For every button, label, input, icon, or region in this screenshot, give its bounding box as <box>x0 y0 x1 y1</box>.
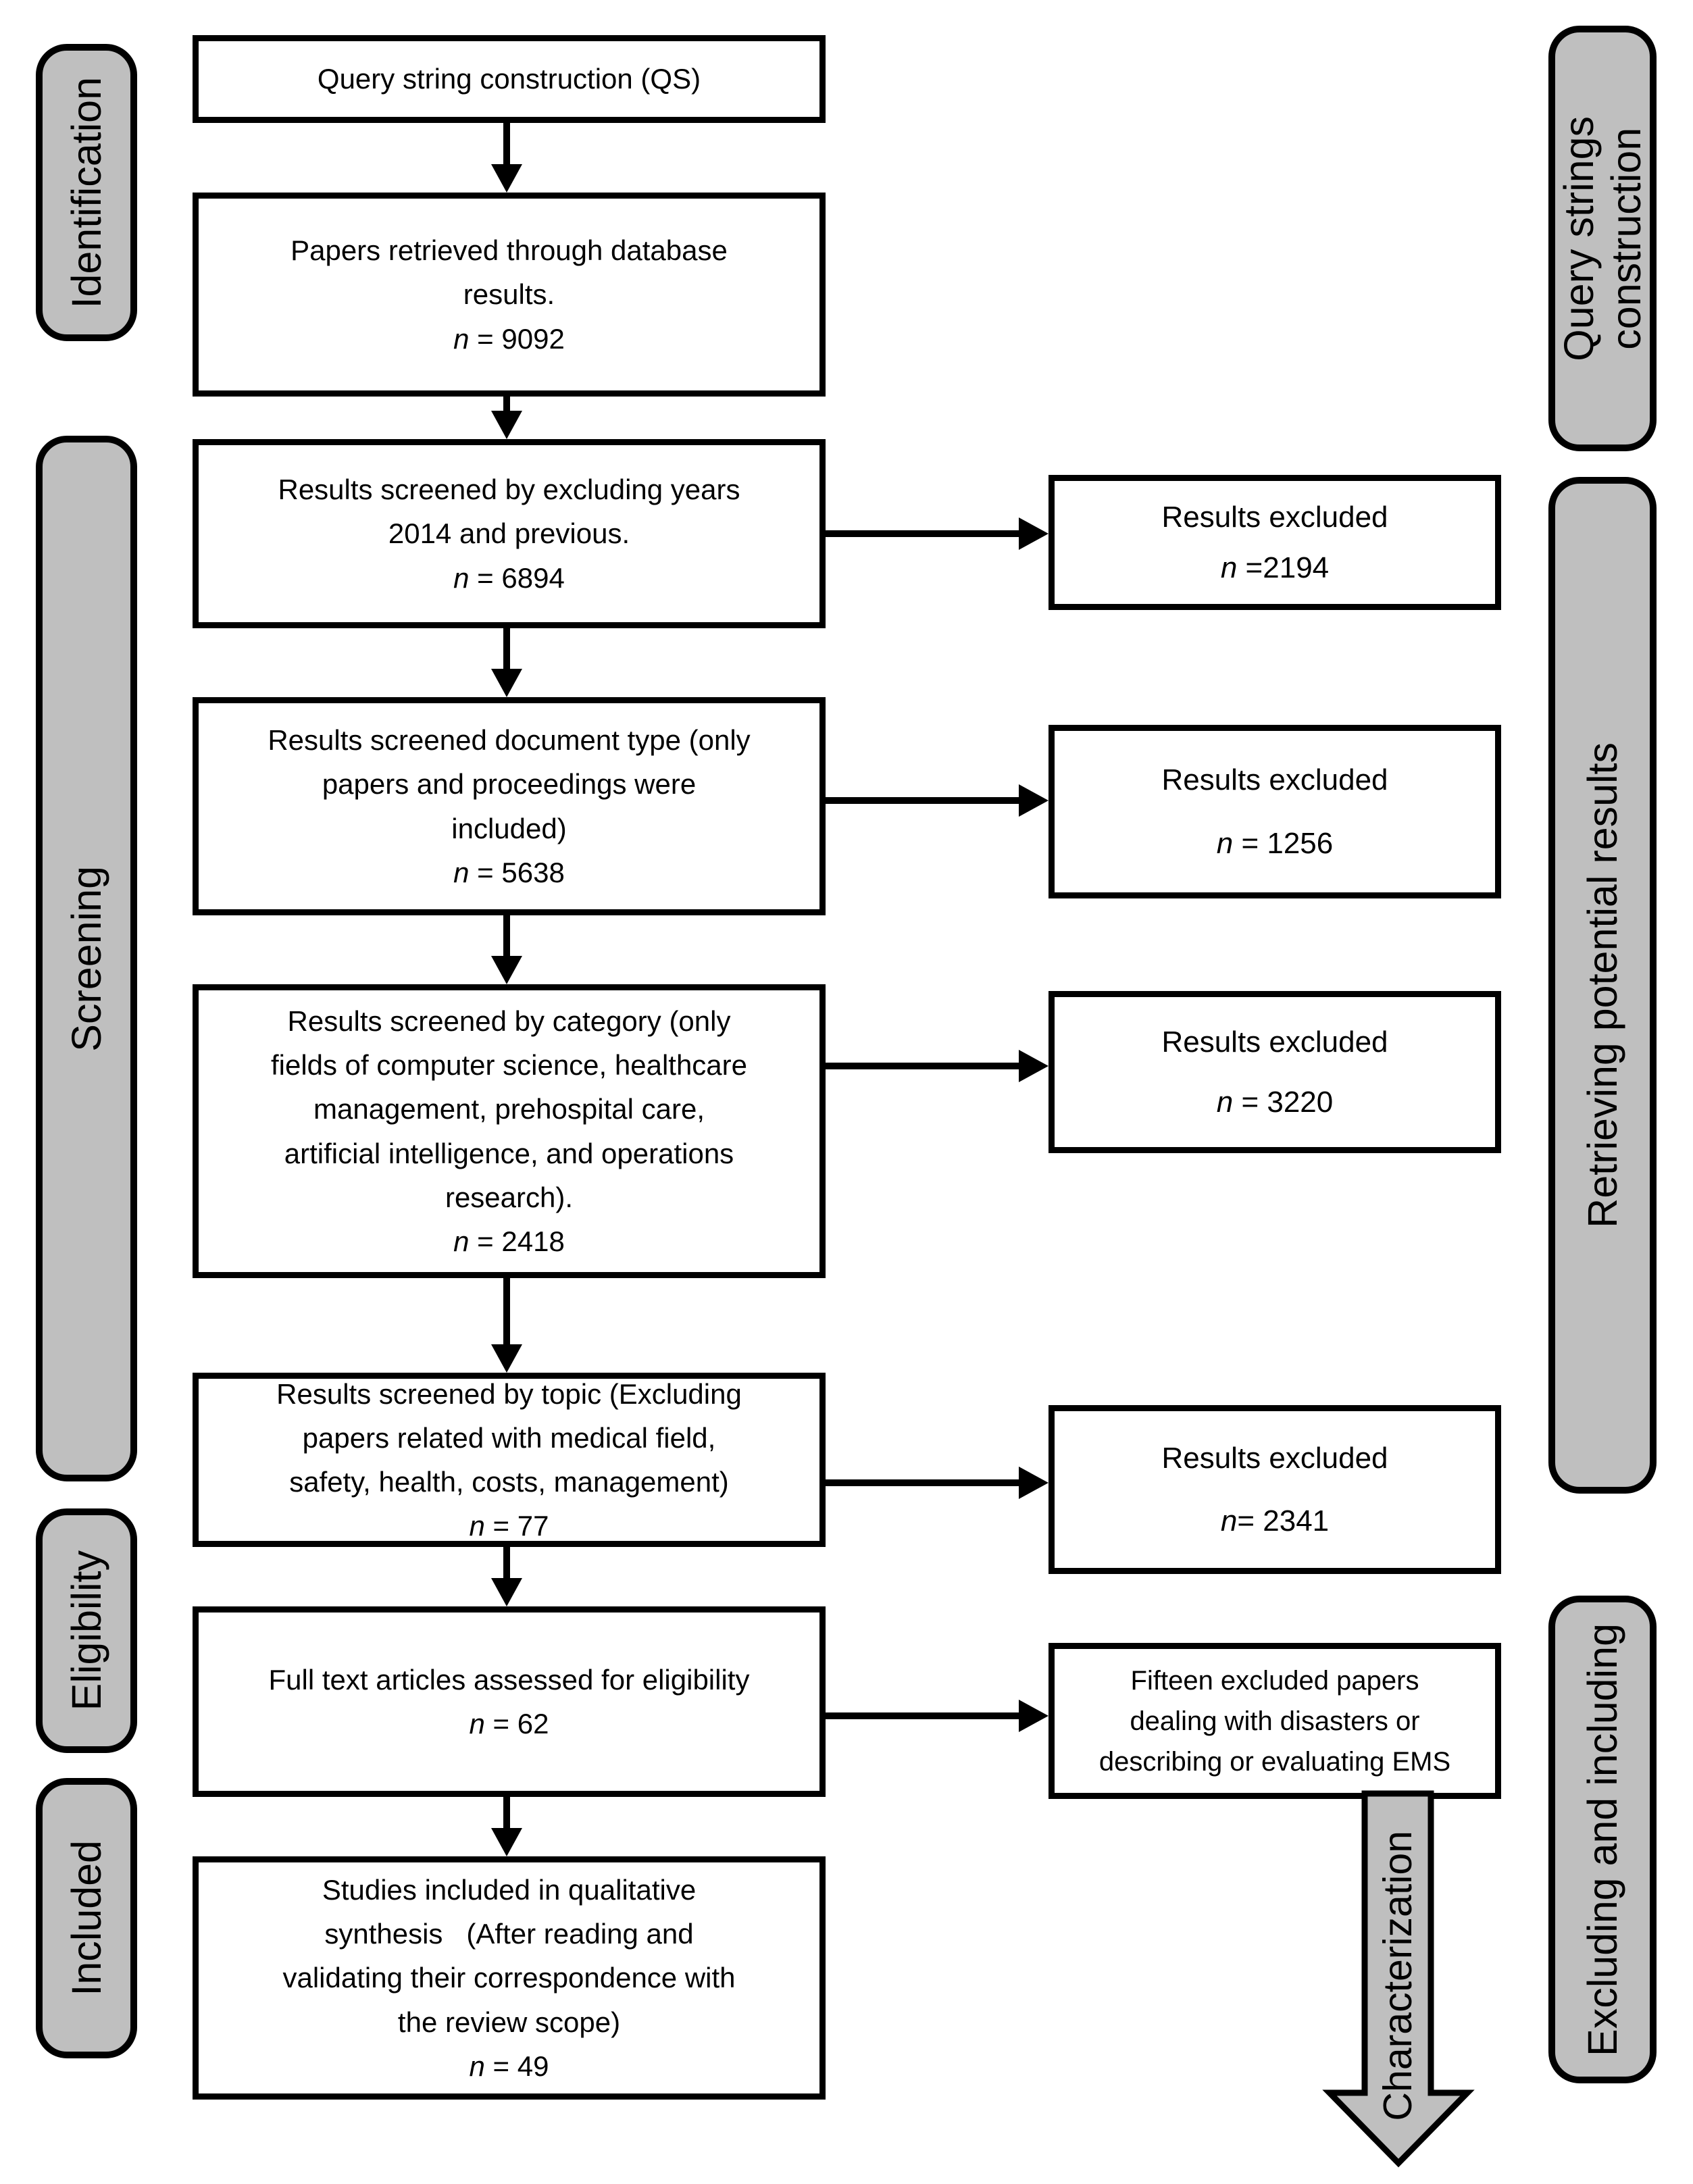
excluded-box-text: Fifteen excluded papers dealing with dis… <box>1098 1665 1451 1777</box>
flow-box-count: n = 77 <box>469 1510 549 1542</box>
arrow-down-stem <box>503 915 510 956</box>
flow-box-count: n = 5638 <box>453 856 565 888</box>
stage-excluding-and-including: Excluding and including <box>1548 1596 1657 2083</box>
flow-box-query-string-construction: Query string construction (QS) <box>193 35 826 123</box>
excluded-box-text: Results excluded <box>1161 763 1388 796</box>
arrow-down-head <box>491 164 522 193</box>
stage-identification-label: Identification <box>63 76 109 309</box>
stage-identification: Identification <box>36 44 137 341</box>
stage-eligibility: Eligibility <box>36 1508 137 1753</box>
flow-box-count: n = 9092 <box>453 322 565 355</box>
flow-box-screened-category: Results screened by category (only field… <box>193 984 826 1278</box>
flow-box-text: Results screened by excluding years 2014… <box>278 474 740 550</box>
arrow-down-head <box>491 1344 522 1373</box>
flow-box-text: Results screened by category (only field… <box>270 1005 748 1213</box>
stage-included-label: Included <box>63 1840 109 1996</box>
flow-box-text: Results screened by topic (Excluding pap… <box>276 1377 742 1498</box>
excluded-box-1: Results excluded n =2194 <box>1048 475 1501 610</box>
stage-screening: Screening <box>36 436 137 1481</box>
flow-box-studies-included: Studies included in qualitative synthesi… <box>193 1856 826 2100</box>
flow-box-papers-retrieved: Papers retrieved through database result… <box>193 193 826 397</box>
flow-box-text: Full text articles assessed for eligibil… <box>268 1663 750 1696</box>
stage-query-strings-construction: Query strings construction <box>1548 26 1657 451</box>
stage-retrieving-potential-results-label: Retrieving potential results <box>1579 742 1625 1228</box>
arrow-down-head <box>491 956 522 984</box>
excluded-box-3: Results excluded n = 3220 <box>1048 991 1501 1153</box>
arrow-right-head <box>1019 1467 1048 1499</box>
arrow-right-head <box>1019 1050 1048 1082</box>
stage-screening-label: Screening <box>63 865 109 1052</box>
stage-included: Included <box>36 1778 137 2058</box>
arrow-right-stem <box>826 1479 1020 1486</box>
characterization-arrow-label: Characterization <box>1375 1830 1421 2121</box>
excluded-box-count: n = 1256 <box>1216 827 1334 861</box>
arrow-down-head <box>491 1828 522 1856</box>
flow-box-screened-years: Results screened by excluding years 2014… <box>193 439 826 628</box>
excluded-box-text: Results excluded <box>1161 1442 1388 1475</box>
arrow-right-stem <box>826 797 1020 804</box>
flow-box-count: n = 2418 <box>453 1225 565 1257</box>
flow-box-count: n = 6894 <box>453 561 565 594</box>
excluded-box-4: Results excluded n= 2341 <box>1048 1405 1501 1574</box>
flow-box-text: Results screened document type (only pap… <box>268 724 751 844</box>
arrow-right-stem <box>826 530 1020 537</box>
flow-box-text: Studies included in qualitative synthesi… <box>282 1874 736 2038</box>
stage-eligibility-label: Eligibility <box>63 1550 109 1711</box>
arrow-down-stem <box>503 1278 510 1344</box>
arrow-down-stem <box>503 1547 510 1578</box>
arrow-right-stem <box>826 1063 1020 1069</box>
arrow-right-head <box>1019 517 1048 550</box>
flow-box-full-text-assessed: Full text articles assessed for eligibil… <box>193 1606 826 1797</box>
arrow-down-stem <box>503 397 510 411</box>
flow-box-count: n = 62 <box>469 1708 549 1739</box>
excluded-box-count: n =2194 <box>1220 551 1330 585</box>
excluded-box-count: n = 3220 <box>1216 1085 1334 1119</box>
arrow-down-head <box>491 1578 522 1606</box>
flow-box-text: Query string construction (QS) <box>317 63 701 95</box>
excluded-box-count: n= 2341 <box>1220 1504 1330 1538</box>
excluded-box-text: Results excluded <box>1161 500 1388 534</box>
flow-box-text: Papers retrieved through database result… <box>290 234 728 311</box>
excluded-box-fifteen-papers: Fifteen excluded papers dealing with dis… <box>1048 1643 1501 1799</box>
flow-box-screened-document-type: Results screened document type (only pap… <box>193 697 826 915</box>
arrow-down-stem <box>503 628 510 669</box>
excluded-box-2: Results excluded n = 1256 <box>1048 725 1501 898</box>
arrow-down-stem <box>503 1797 510 1828</box>
characterization-arrow <box>1322 1790 1475 2168</box>
flow-box-count: n = 49 <box>469 2050 549 2082</box>
arrow-right-head <box>1019 1700 1048 1732</box>
arrow-right-stem <box>826 1712 1020 1719</box>
arrow-down-stem <box>503 123 510 164</box>
excluded-box-text: Results excluded <box>1161 1025 1388 1059</box>
arrow-down-head <box>491 669 522 697</box>
arrow-right-head <box>1019 784 1048 817</box>
stage-retrieving-potential-results: Retrieving potential results <box>1548 477 1657 1494</box>
stage-excluding-and-including-label: Excluding and including <box>1579 1623 1625 2056</box>
arrow-down-head <box>491 411 522 439</box>
flow-box-screened-topic: Results screened by topic (Excluding pap… <box>193 1373 826 1547</box>
characterization-arrow-label-wrap: Characterization <box>1346 1805 1451 2146</box>
stage-query-strings-construction-label: Query strings construction <box>1555 116 1649 361</box>
